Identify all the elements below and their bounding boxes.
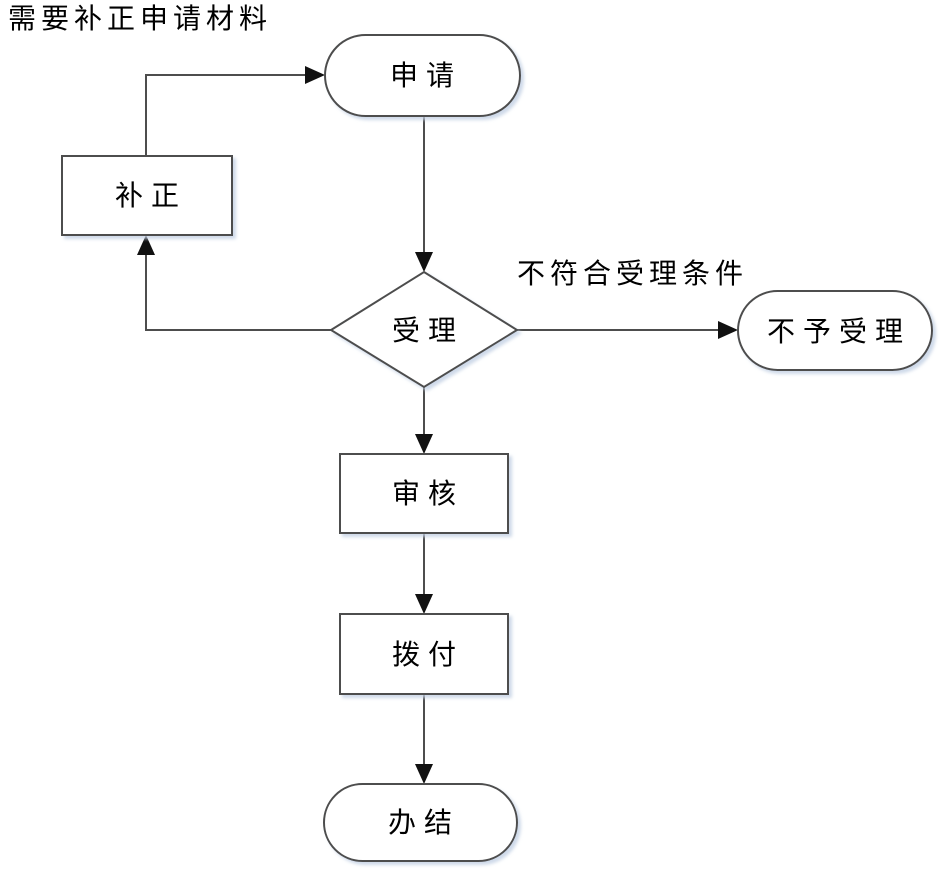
stadium-shape [323, 783, 518, 862]
arrowhead-right-icon [718, 321, 738, 339]
arrowhead-up-icon [137, 235, 155, 255]
terminal-node-reject: 不予受理 [737, 290, 933, 371]
rect-shape [339, 453, 509, 534]
stadium-shape [324, 34, 521, 117]
node-label-complete: 办结 [388, 806, 460, 839]
edge-label-not-eligible: 不符合受理条件 [517, 257, 748, 290]
node-label-review: 审核 [392, 477, 464, 510]
arrowhead-down-icon [415, 252, 433, 272]
node-label-disburse: 拨付 [392, 638, 464, 671]
diamond-shape [329, 270, 519, 389]
process-node-correction: 补正 [61, 155, 233, 236]
node-label-correction: 补正 [115, 179, 187, 212]
arrowhead-right-icon [305, 66, 325, 84]
node-label-apply: 申请 [390, 59, 462, 92]
start-node-apply: 申请 [324, 34, 521, 117]
edge-correction-to-apply [145, 66, 325, 156]
edge-accept-to-reject [517, 321, 738, 339]
end-node-complete: 办结 [323, 783, 518, 862]
edge-apply-to-accept [415, 116, 433, 272]
node-label-accept: 受理 [392, 314, 464, 347]
arrowhead-down-icon [415, 434, 433, 454]
process-node-review: 审核 [339, 453, 509, 534]
arrowhead-down-icon [415, 594, 433, 614]
edge-label-need-correction: 需要补正申请材料 [8, 2, 272, 35]
rect-shape [61, 155, 233, 236]
edge-accept-to-correction [137, 235, 331, 331]
arrowhead-down-icon [415, 764, 433, 784]
stadium-shape [737, 290, 933, 371]
process-node-disburse: 拨付 [339, 613, 509, 695]
edge-accept-to-review [415, 387, 433, 454]
edge-line [145, 253, 331, 331]
rect-shape [339, 613, 509, 695]
edge-disburse-to-complete [415, 694, 433, 784]
edge-line [145, 74, 307, 156]
node-label-reject: 不予受理 [767, 315, 911, 348]
edge-review-to-disburse [415, 533, 433, 614]
decision-node-accept: 受理 [329, 270, 519, 389]
